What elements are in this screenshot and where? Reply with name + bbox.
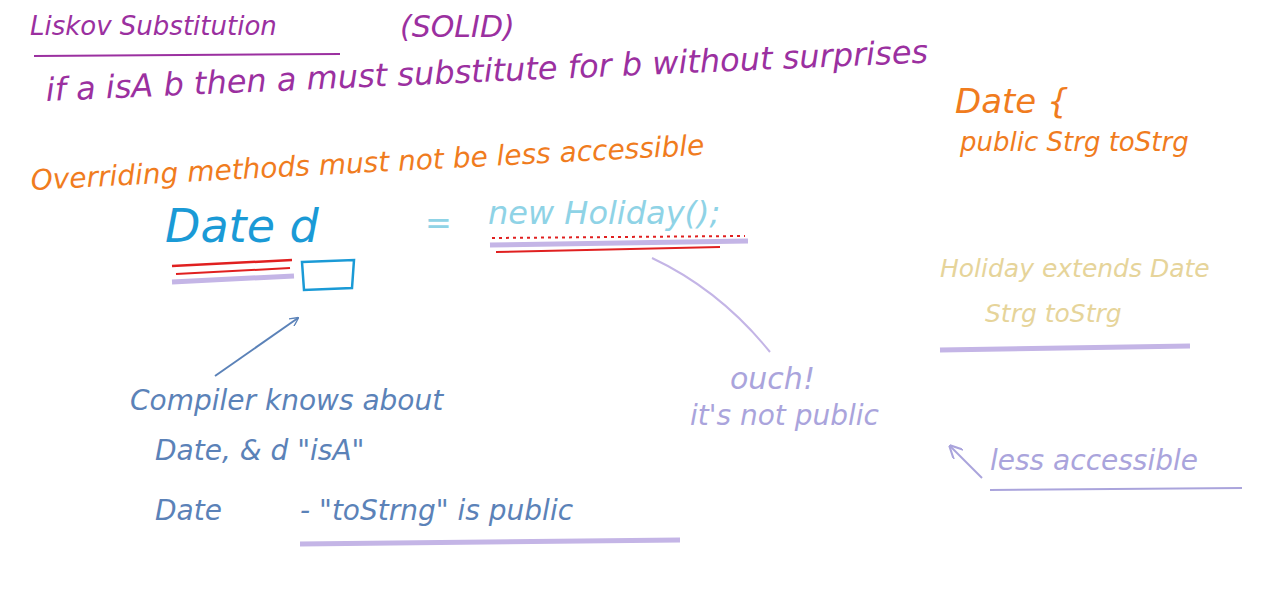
title: Liskov Substitution xyxy=(30,12,277,42)
explanation-note: - "toStrng" is public xyxy=(300,495,573,527)
code-line: Date { xyxy=(955,82,1069,121)
purple-underline xyxy=(940,346,1190,350)
code-expression: new Holiday(); xyxy=(488,195,720,232)
pointer-arrow xyxy=(215,318,298,376)
code-line: public Strg toStrg xyxy=(960,128,1189,158)
red-dotted-underline xyxy=(492,236,745,238)
leader-line xyxy=(652,258,770,352)
explanation-note: Date, & d "isA" xyxy=(155,435,364,467)
explanation-note: Compiler knows about xyxy=(130,385,443,417)
heading-note: (SOLID) xyxy=(400,10,515,45)
code-declaration: Date d xyxy=(165,200,319,253)
red-underline xyxy=(172,260,292,266)
purple-underline xyxy=(490,241,748,245)
principle-statement: if a isA b then a must substitute for b … xyxy=(45,33,929,108)
warning-note: ouch! xyxy=(730,362,815,397)
code-operator: = xyxy=(425,205,452,242)
warning-note: it's not public xyxy=(690,400,879,432)
title-underline xyxy=(34,54,340,56)
purple-underline xyxy=(172,276,294,282)
rule-note: Overriding methods must not be less acce… xyxy=(30,130,705,197)
annotation-note: less accessible xyxy=(990,445,1198,477)
pointer-arrow xyxy=(950,446,982,478)
variable-box xyxy=(302,260,354,290)
code-line: Holiday extends Date xyxy=(940,255,1210,284)
explanation-note: Date xyxy=(155,495,222,527)
code-line: Strg toStrg xyxy=(985,300,1122,329)
purple-underline xyxy=(300,540,680,544)
underline xyxy=(990,488,1242,490)
red-underline xyxy=(176,268,290,274)
red-underline xyxy=(496,247,720,252)
